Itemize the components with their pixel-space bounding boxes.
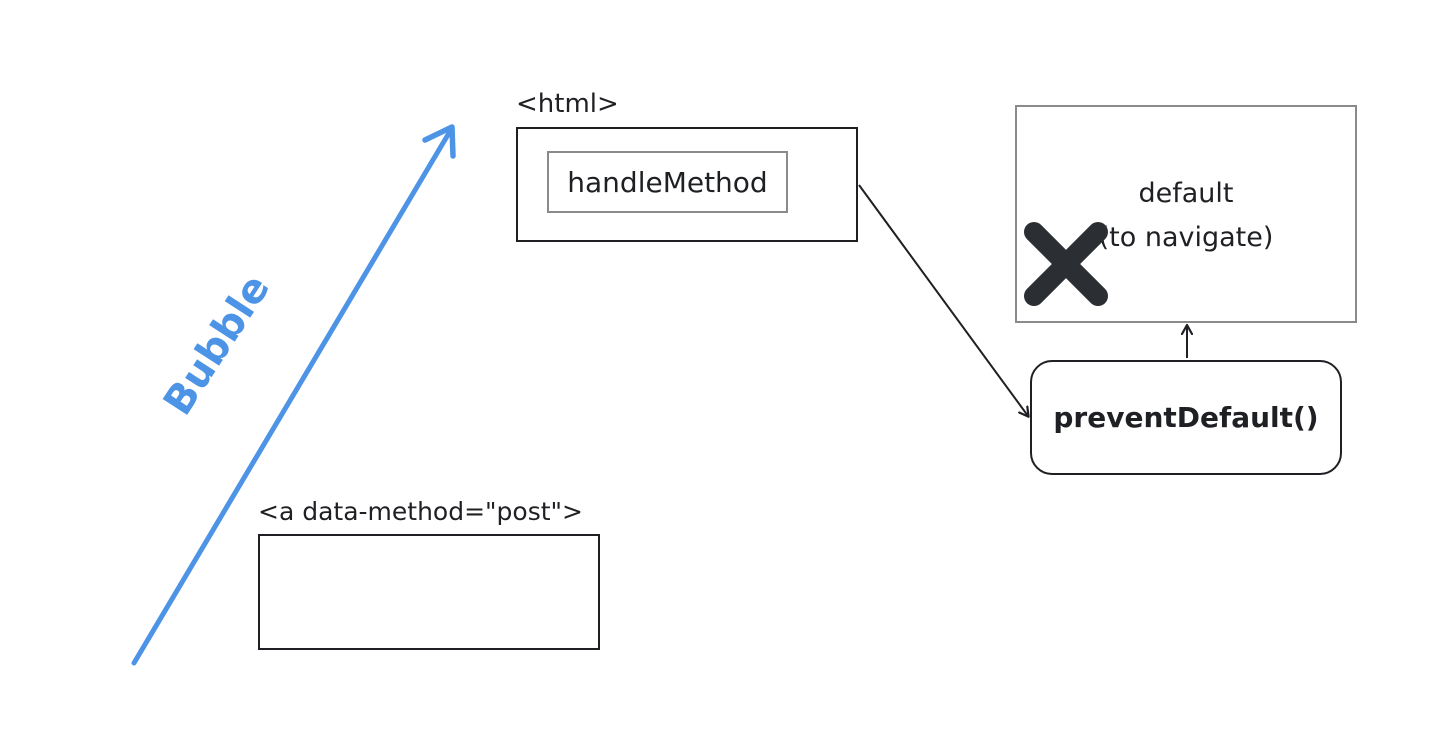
default-action-label-line1: default (1138, 178, 1234, 209)
prevent-default-label: preventDefault() (1053, 401, 1319, 434)
handler-to-prevent-arrow (858, 184, 1028, 416)
prevent-default-box: preventDefault() (1030, 360, 1342, 475)
default-action-text: default (to navigate) (1015, 172, 1357, 260)
cross-icon (1024, 222, 1108, 306)
bubble-arrow (131, 124, 456, 666)
default-action-label-line2: (to navigate) (1098, 222, 1274, 253)
handle-method-box: handleMethod (547, 151, 788, 213)
handle-method-label: handleMethod (567, 165, 768, 199)
anchor-element-box (258, 534, 600, 650)
html-element-box (516, 127, 858, 242)
default-action-box (1015, 105, 1357, 323)
html-element-label: <html> (516, 89, 619, 119)
anchor-element-label: <a data-method="post"> (258, 497, 583, 526)
